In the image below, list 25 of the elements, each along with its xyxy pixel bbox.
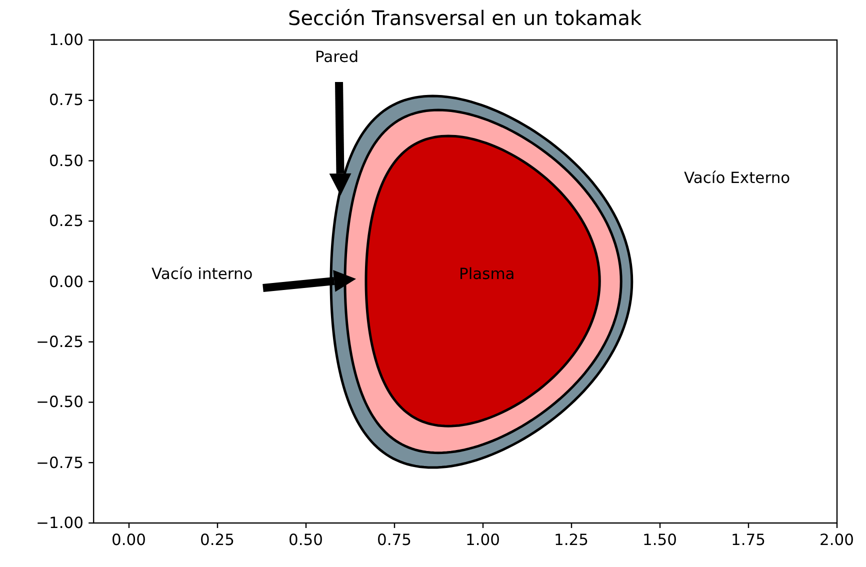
tick-label: 0.00 — [112, 531, 146, 549]
tick-label: 1.00 — [466, 531, 500, 549]
arrow — [262, 270, 356, 292]
tick-label: 0.75 — [49, 91, 84, 110]
tick-label: 1.75 — [731, 531, 766, 549]
tick-label: 0.50 — [288, 531, 324, 549]
chart-title: Sección Transversal en un tokamak — [288, 6, 642, 30]
tick-label: 0.00 — [49, 272, 84, 290]
tick-label: −0.25 — [36, 332, 84, 351]
tick-label: 0.25 — [49, 212, 84, 230]
region-label: Vacío Externo — [684, 169, 790, 187]
tick-label: 1.25 — [554, 531, 589, 549]
tick-label: 1.50 — [642, 531, 678, 549]
annotation-label: Vacío interno — [152, 265, 253, 283]
tick-label: 0.50 — [49, 152, 84, 170]
tick-label: 0.25 — [200, 531, 235, 549]
tick-label: 0.75 — [377, 531, 412, 549]
tick-label: −0.50 — [36, 393, 84, 412]
arrow — [329, 82, 352, 196]
tick-label: −0.75 — [36, 454, 84, 472]
tick-label: −1.00 — [36, 514, 84, 532]
tick-label: 2.00 — [820, 531, 854, 549]
region-label: Plasma — [458, 264, 515, 283]
annotation-label: Pared — [315, 48, 359, 66]
tick-label: 1.00 — [49, 31, 84, 49]
